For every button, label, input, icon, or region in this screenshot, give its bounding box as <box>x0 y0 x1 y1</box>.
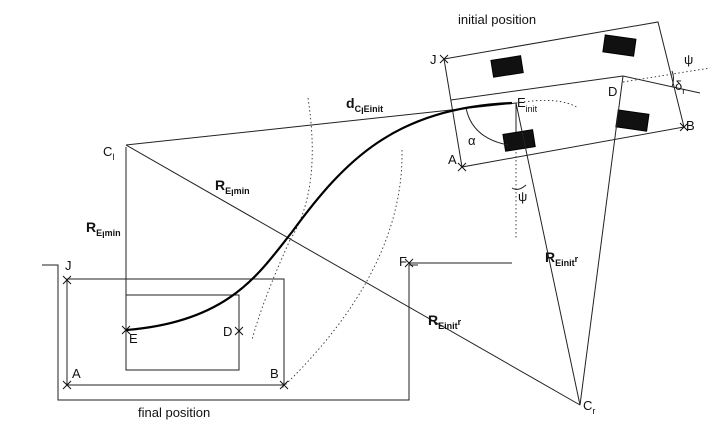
line-Einit-Cr <box>515 102 581 406</box>
label-d-Cl-Einit: dClEinit <box>346 95 383 116</box>
label-psi-upper: ψ <box>684 52 693 67</box>
label-Einit: Einit <box>517 95 538 114</box>
radius-arcs <box>251 97 579 389</box>
initial-cross-B <box>679 122 689 132</box>
line-Cl-Einit <box>125 102 517 146</box>
label-R-Einit-r-right: REinitr <box>545 249 579 268</box>
arc-Rmin-lower <box>251 239 291 341</box>
label-R-El-min-vert: RElmin <box>86 219 121 240</box>
wheel-front-bottom <box>615 109 650 132</box>
alpha-arc <box>465 107 509 146</box>
psi-arc <box>511 184 527 190</box>
initial-car <box>439 21 711 240</box>
construction-lines <box>125 70 674 406</box>
label-initial-B: B <box>686 118 695 133</box>
wheel-rear-top <box>490 55 524 78</box>
label-alpha: α <box>468 133 476 148</box>
label-Cr: Cr <box>583 398 595 416</box>
wheel-front-top <box>602 34 637 57</box>
final-car-outline <box>66 278 285 386</box>
label-initial-J: J <box>430 52 437 67</box>
label-final-E: E <box>129 331 138 346</box>
arc-Rmin-left <box>289 97 313 241</box>
initial-cross-J <box>439 54 449 64</box>
final-cross-B <box>279 380 289 390</box>
final-cross-A <box>62 380 72 390</box>
label-final-J: J <box>65 258 72 273</box>
label-delta-r: δr <box>675 78 685 96</box>
arc-Rinit-outer <box>281 149 403 389</box>
line-D-Cr <box>579 75 624 406</box>
caption-final-position: final position <box>138 405 210 420</box>
label-final-B: B <box>270 366 279 381</box>
label-final-F: F <box>399 254 407 269</box>
final-cross-F <box>404 258 414 268</box>
label-Cl: Cl <box>103 144 114 162</box>
final-car-inner-rect <box>125 294 240 371</box>
initial-car-outline <box>443 21 685 168</box>
final-cross-D <box>234 326 244 336</box>
label-final-A: A <box>72 366 81 381</box>
label-final-D: D <box>223 324 232 339</box>
initial-cross-A <box>457 162 467 172</box>
label-R-Einit-r-diag: REinitr <box>428 312 462 331</box>
label-initial-A: A <box>448 152 457 167</box>
delta-arc <box>671 70 674 88</box>
caption-initial-position: initial position <box>458 12 536 27</box>
line-Cl-Cr <box>125 144 581 406</box>
parking-trajectory <box>125 101 513 332</box>
final-car <box>62 147 414 390</box>
wheel-rear-bottom <box>502 129 536 152</box>
label-psi-lower: ψ <box>518 189 527 204</box>
label-R-El-min-diag: RElmin <box>215 177 250 198</box>
initial-car-ext-ref-line <box>622 75 701 94</box>
initial-car-axle-line <box>450 75 624 101</box>
label-initial-D: D <box>608 84 617 99</box>
final-cross-J <box>62 275 72 285</box>
initial-car-ext-dotted <box>622 67 711 83</box>
